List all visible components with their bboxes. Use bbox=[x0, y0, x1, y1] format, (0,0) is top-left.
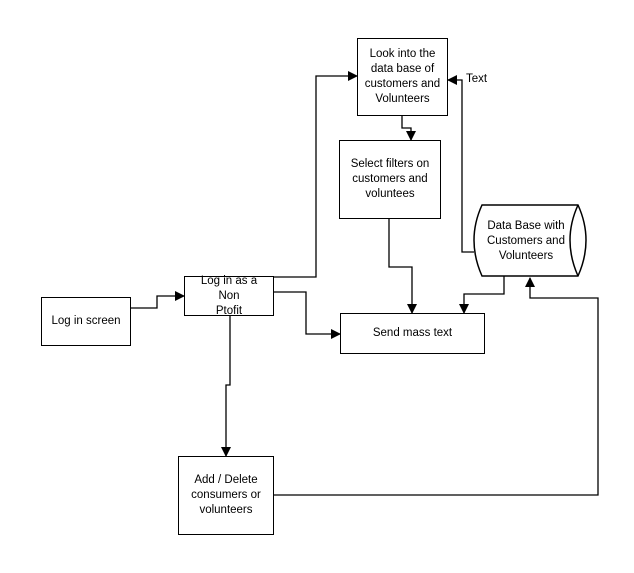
edge-filters-to-send bbox=[388, 218, 417, 314]
send-mass-text-box: Send mass text bbox=[340, 313, 485, 354]
edge-db-to-send bbox=[459, 276, 505, 314]
select-filters-box: Select filters on customers and voluntee… bbox=[339, 140, 441, 219]
edge-lookup-to-filters bbox=[401, 115, 416, 141]
login-screen-box: Log in screen bbox=[41, 297, 131, 346]
lookup-database-box: Look into the data base of customers and… bbox=[357, 38, 448, 116]
database-shape-inner-curve bbox=[569, 204, 579, 277]
edge-label-text: Text bbox=[466, 73, 488, 85]
edge-add-to-db bbox=[273, 277, 599, 496]
edge-nonprofit-to-lookup bbox=[273, 71, 358, 278]
login-nonprofit-box: Log in as a Non Ptofit bbox=[184, 275, 274, 317]
add-delete-box: Add / Delete consumers or volunteers bbox=[178, 456, 274, 535]
edge-nonprofit-to-send bbox=[273, 291, 341, 339]
database-label: Data Base with Customers and Volunteers bbox=[487, 219, 565, 262]
edge-login-to-nonprofit bbox=[130, 291, 185, 309]
edge-db-to-lookup bbox=[447, 75, 474, 253]
edge-nonprofit-to-add bbox=[221, 315, 231, 457]
